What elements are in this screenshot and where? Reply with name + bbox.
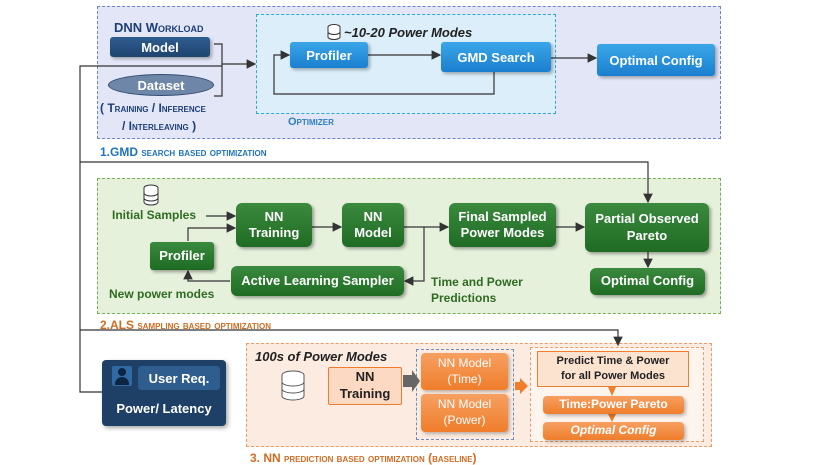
user-icon [112,366,132,386]
modes-line-2: / Interleaving ) [122,119,197,133]
gmd-search-box[interactable]: GMD Search [441,42,551,72]
pareto-box[interactable]: Time:Power Pareto [543,396,684,414]
als-caption: 2.ALS sampling based optimization [100,318,271,332]
final-sampled-line-1: Final Sampled [458,208,547,224]
nn-training-nn-box[interactable]: NN Training [328,367,402,405]
nn-model-box[interactable]: NN Model [342,203,404,247]
nn-training-line-2: Training [248,225,300,240]
nn-training-nn-line-2: Training [339,386,391,401]
power-latency-label: Power/ Latency [116,400,212,416]
predict-line-2: for all Power Modes [561,370,665,382]
profiler-als-box[interactable]: Profiler [150,242,214,270]
nn-training-line-1: NN [264,208,284,224]
dnn-workload-label: DNN Workload [114,20,204,35]
nn-time-box[interactable]: NN Model (Time) [421,353,508,390]
hundreds-modes-label: 100s of Power Modes [255,349,388,364]
modes-line-1: ( Training / Inference [100,101,206,115]
new-power-modes-label: New power modes [109,287,215,301]
nn-time-line-1: NN Model [437,355,492,370]
nn-power-box[interactable]: NN Model (Power) [421,394,508,432]
nn-time-line-2: (Time) [447,371,482,386]
nn-training-box[interactable]: NN Training [236,203,312,247]
power-modes-label: ~10-20 Power Modes [344,25,473,40]
partial-pareto-line-1: Partial Observed [595,211,699,227]
database-icon-als [143,184,159,206]
nn-caption: 3. NN prediction based optimization (bas… [250,451,477,465]
active-sampler-box[interactable]: Active Learning Sampler [231,266,404,296]
nn-training-nn-line-1: NN [355,369,375,385]
nn-power-line-1: NN Model [437,397,492,412]
nn-power-line-2: (Power) [443,413,486,427]
time-power-line-2: Predictions [431,291,497,305]
final-sampled-line-2: Power Modes [460,225,545,240]
nn-model-line-1: NN [363,208,383,224]
gmd-caption: 1.GMD search based optimization [100,145,267,159]
database-icon-gmd [327,24,341,40]
optimal-config-gmd[interactable]: Optimal Config [597,44,715,76]
initial-samples-label: Initial Samples [112,208,197,222]
partial-pareto-box[interactable]: Partial Observed Pareto [585,203,709,252]
optimal-config-als[interactable]: Optimal Config [590,268,705,295]
model-box[interactable]: Model [110,37,210,57]
dataset-box[interactable]: Dataset [108,74,214,96]
partial-pareto-line-2: Pareto [626,227,668,243]
predict-box[interactable]: Predict Time & Power for all Power Modes [537,351,689,387]
predict-line-1: Predict Time & Power [556,355,670,368]
nn-model-line-2: Model [354,225,392,240]
user-req-box[interactable]: User Req. [138,366,220,390]
profiler-box[interactable]: Profiler [290,42,368,68]
database-icon-nn [281,370,305,401]
time-power-line-1: Time and Power [431,275,523,289]
optimal-config-nn[interactable]: Optimal Config [543,422,684,440]
optimizer-label: Optimizer [288,116,334,128]
nn-models-group [416,349,514,440]
final-sampled-box[interactable]: Final Sampled Power Modes [449,203,556,247]
